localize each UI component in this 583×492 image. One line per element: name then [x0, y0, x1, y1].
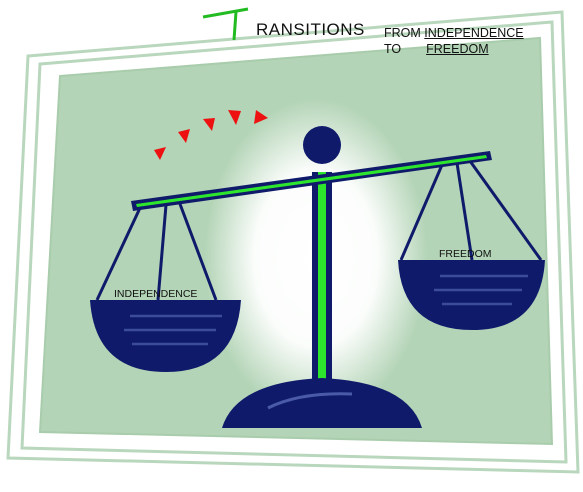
- subtitle-independence: INDEPENDENCE: [424, 26, 523, 40]
- title-text: RANSITIONS: [256, 20, 365, 39]
- subtitle: FROM INDEPENDENCE TO FREEDOM: [384, 25, 524, 57]
- green-t-initial: [203, 9, 248, 40]
- title: T RANSITIONS: [256, 20, 365, 40]
- subtitle-from: FROM: [384, 26, 421, 40]
- subtitle-to: TO: [384, 42, 401, 56]
- scale-top-knob: [303, 126, 341, 164]
- scale-pillar-stripe: [318, 172, 326, 382]
- right-pan-label: FREEDOM: [439, 248, 492, 260]
- left-pan-label: INDEPENDENCE: [114, 288, 197, 300]
- subtitle-freedom: FREEDOM: [426, 42, 489, 56]
